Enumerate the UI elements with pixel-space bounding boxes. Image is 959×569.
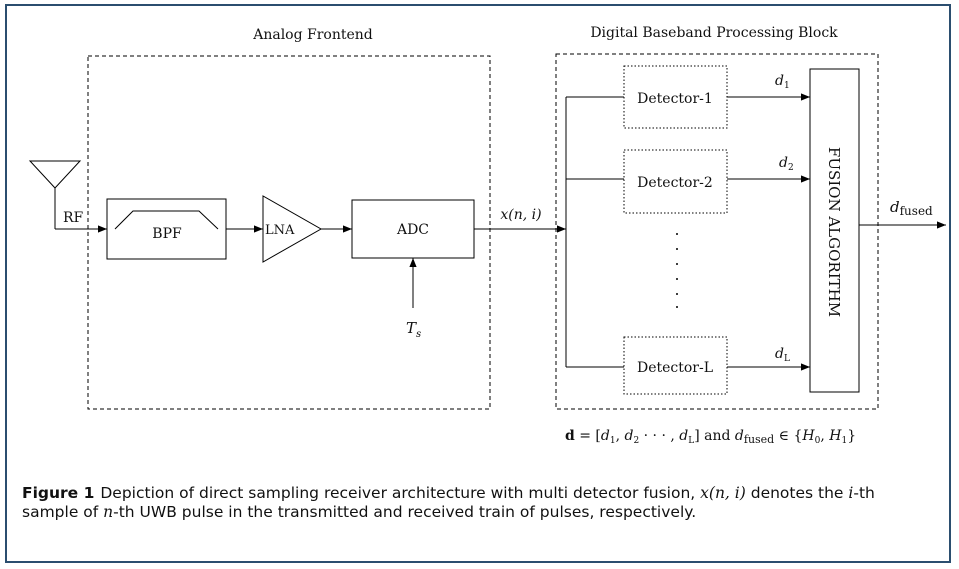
caption-math-3: n <box>103 503 114 521</box>
detector-l-box <box>623 336 728 395</box>
caption-text-1: Depiction of direct sampling receiver ar… <box>100 484 701 502</box>
fused-output-label: dfused <box>890 198 933 218</box>
lna-amplifier <box>262 195 323 263</box>
d2-label: d2 <box>779 155 794 173</box>
detector-1-box <box>623 65 728 129</box>
vertical-ellipsis <box>676 233 678 308</box>
caption-math-2: i <box>848 484 854 502</box>
fusion-algorithm-block <box>809 68 860 393</box>
adc-block <box>351 199 475 259</box>
analog-frontend-title: Analog Frontend <box>252 27 373 43</box>
detector-l-label: Detector-L <box>637 360 713 376</box>
fusion-algorithm-label: FUSION ALGORITHM <box>825 147 843 317</box>
signal-label: x(n, i) <box>500 207 541 223</box>
lna-label: LNA <box>265 223 295 238</box>
bpf-label: BPF <box>152 226 182 242</box>
adc-label: ADC <box>396 222 429 238</box>
figure-frame <box>5 4 951 563</box>
caption-text-2: denotes the <box>745 484 849 502</box>
decision-vector-equation: d = [d1, d2 · · · , dL] and dfused ∈ {H0… <box>565 428 856 446</box>
dl-label: dL <box>775 346 790 364</box>
antenna-icon <box>28 160 82 229</box>
bpf-block <box>106 198 227 260</box>
detector-2-label: Detector-2 <box>637 175 713 191</box>
digital-baseband-box <box>555 53 879 410</box>
d1-label: d1 <box>775 73 790 91</box>
rf-label: RF <box>63 210 84 226</box>
caption-math-1: x(n, i) <box>700 484 746 502</box>
caption-text-3: -th sample of <box>22 484 875 521</box>
caption-text-4: -th UWB pulse in the transmitted and rec… <box>113 503 697 521</box>
ts-label: Ts <box>406 319 421 340</box>
detector-1-label: Detector-1 <box>637 91 713 107</box>
detector-2-box <box>623 149 728 214</box>
digital-baseband-title: Digital Baseband Processing Block <box>590 25 838 41</box>
analog-frontend-box <box>87 55 491 410</box>
figure-caption: Figure 1 Depiction of direct sampling rec… <box>22 484 932 522</box>
caption-label: Figure 1 <box>22 484 95 502</box>
